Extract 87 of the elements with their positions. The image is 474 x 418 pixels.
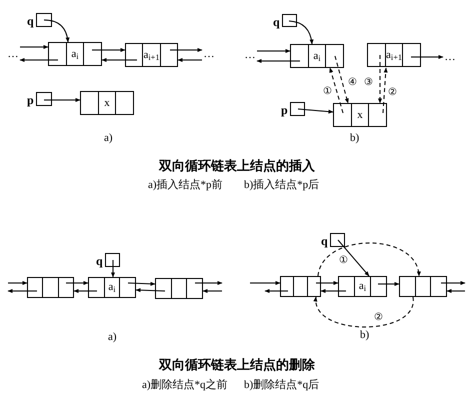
list-node — [88, 277, 136, 298]
figure-caption: a)插入结点*p前 — [148, 180, 223, 191]
pointer-name: q — [27, 15, 34, 27]
list-node — [280, 276, 321, 297]
ellipsis: … — [243, 45, 257, 65]
step-number: ④ — [347, 78, 358, 88]
arrow — [92, 48, 126, 52]
pointer-box — [105, 253, 120, 267]
arrow — [44, 20, 70, 42]
dashed-arrow — [318, 242, 420, 276]
arrow — [111, 260, 115, 278]
pointer-name: q — [273, 16, 280, 28]
pointer-name: q — [321, 235, 328, 247]
pointer-box — [290, 102, 305, 116]
node-label: a$_{i}$ — [108, 282, 116, 293]
node-label: a$_{i+1}$ — [144, 50, 160, 60]
arrow — [256, 59, 300, 63]
step-number: ② — [387, 88, 398, 98]
arrow — [8, 289, 38, 293]
figure-title: 双向循环链表上结点的删除 — [159, 358, 315, 371]
arrow — [74, 289, 98, 293]
list-node — [80, 91, 134, 115]
list-node — [338, 276, 387, 297]
dashed-arrow — [382, 68, 388, 114]
panel-label: a) — [104, 133, 113, 144]
ellipsis: … — [443, 47, 457, 67]
node-label: a$_{i}$ — [358, 281, 366, 292]
node-label: a$_{i}$ — [71, 48, 79, 60]
list-node — [48, 42, 102, 66]
arrow — [178, 58, 202, 62]
arrow — [378, 282, 400, 286]
figure-caption: b)插入结点*p后 — [244, 180, 320, 191]
arrow — [66, 281, 88, 285]
arrow — [20, 45, 48, 49]
arrow — [264, 289, 288, 293]
arrow — [316, 281, 338, 285]
arrow — [170, 48, 202, 52]
pointer-name: q — [96, 255, 103, 267]
panel-label: b) — [360, 330, 370, 341]
pointer-name: p — [27, 94, 34, 106]
arrow — [202, 289, 222, 293]
arrow — [44, 98, 80, 102]
arrow — [194, 281, 222, 285]
arrow — [410, 55, 444, 59]
step-number: ① — [322, 87, 333, 97]
arrow — [8, 281, 28, 285]
ellipsis: … — [202, 44, 216, 64]
pointer-box — [330, 233, 345, 247]
figure-caption: b)删除结点*q后 — [244, 380, 320, 391]
arrow — [298, 108, 334, 114]
list-node — [399, 276, 447, 297]
dashed-arrow — [378, 54, 382, 104]
arrow — [250, 281, 280, 285]
pointer-box — [36, 13, 52, 27]
node-label: x — [104, 98, 110, 108]
arrow — [338, 240, 370, 276]
list-node — [290, 44, 344, 68]
list-node — [367, 43, 421, 67]
arrow — [446, 289, 466, 293]
dashed-arrow — [314, 296, 414, 328]
arrow — [128, 282, 156, 286]
step-number: ③ — [363, 78, 374, 88]
pointer-box — [36, 92, 52, 106]
arrow — [136, 288, 166, 292]
step-number: ① — [338, 256, 349, 266]
arrow — [320, 289, 346, 293]
pointer-name: p — [281, 104, 288, 116]
list-node — [125, 43, 178, 67]
figure-caption: a)删除结点*q之前 — [142, 380, 228, 391]
dashed-arrow — [334, 56, 349, 104]
arrow — [440, 281, 466, 285]
node-label: x — [357, 110, 363, 120]
pointer-box — [282, 14, 297, 27]
node-label: a$_{i}$ — [313, 50, 321, 62]
ellipsis: … — [6, 44, 20, 64]
arrow — [102, 58, 138, 62]
list-node — [333, 103, 387, 127]
list-node — [155, 278, 203, 299]
step-number: ② — [373, 313, 384, 323]
list-node — [27, 277, 74, 298]
arrow — [20, 58, 58, 62]
arrow — [256, 49, 290, 53]
figure-title: 双向循环链表上结点的插入 — [159, 159, 315, 172]
panel-label: a) — [108, 332, 117, 343]
dashed-arrow — [329, 68, 344, 114]
arrow — [288, 20, 314, 44]
node-label: a$_{i+1}$ — [386, 50, 402, 60]
